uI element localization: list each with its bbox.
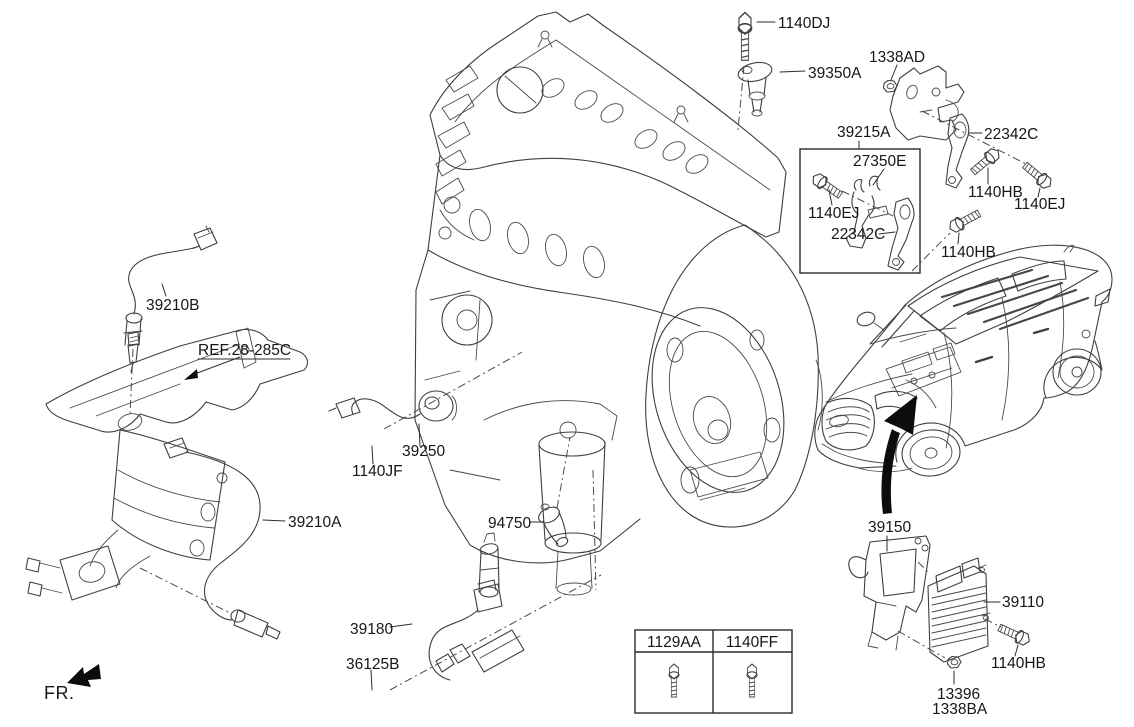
dashed-lines — [129, 65, 1027, 691]
bolt-icon — [737, 11, 753, 62]
leader-lines — [161, 21, 1041, 691]
part-label-1140hb-upper: 1140HB — [968, 184, 1023, 201]
ref-arrowhead-icon — [184, 369, 198, 380]
ecu-bracket-illustration — [848, 535, 931, 651]
part-label-1140hb-lower: 1140HB — [991, 655, 1046, 672]
part-label-39210b: 39210B — [146, 297, 199, 314]
bolt-icon — [946, 206, 983, 236]
vehicle-illustration — [814, 244, 1113, 477]
part-label-39110: 39110 — [1002, 594, 1044, 611]
part-label-1140dj: 1140DJ — [778, 15, 830, 32]
fastener-table: 1129AA 1140FF — [634, 629, 793, 714]
fr-direction-label: FR. — [44, 683, 75, 703]
ecu-illustration — [927, 557, 991, 663]
engine-illustration — [414, 11, 823, 596]
part-label-36125b: 36125B — [346, 656, 399, 673]
part-label-39250: 39250 — [402, 443, 445, 460]
part-label-39210a: 39210A — [288, 514, 342, 531]
part-label-1140ej-upper: 1140EJ — [1014, 196, 1065, 213]
oil-pressure-switch-illustration — [478, 503, 569, 598]
part-label-1140jf: 1140JF — [352, 463, 403, 480]
bolt-icon — [668, 663, 680, 698]
bolt-icon — [995, 620, 1033, 649]
part-label-39215a: 39215A — [837, 124, 891, 141]
bolt-icon — [967, 145, 1004, 178]
exhaust-manifold-illustration — [25, 327, 309, 601]
fr-direction-arrow-icon — [67, 664, 101, 687]
part-label-22342c-upper: 22342C — [984, 126, 1038, 143]
part-label-22342c-boxed: 22342C — [831, 226, 885, 243]
upper-bracket-illustration — [882, 65, 970, 189]
knock-sensor-illustration — [328, 390, 457, 422]
camshaft-sensor-illustration — [737, 61, 773, 117]
part-label-13396: 13396 — [937, 686, 980, 703]
part-label-39350a: 39350A — [808, 65, 862, 82]
part-label-39180: 39180 — [350, 621, 393, 638]
location-arrow-icon — [881, 395, 917, 514]
part-label-1140ej-boxed: 1140EJ — [808, 205, 859, 222]
part-label-1338ad: 1338AD — [869, 49, 925, 66]
part-label-27350e: 27350E — [853, 153, 906, 170]
part-label-ref: REF.28-285C — [198, 342, 291, 359]
part-label-1338ba: 1338BA — [932, 701, 988, 718]
bolt-icon — [1019, 159, 1056, 192]
fastener-table-header-1140ff: 1140FF — [726, 634, 778, 651]
bolt-icon — [746, 663, 758, 698]
part-label-94750: 94750 — [488, 515, 531, 532]
part-label-39150: 39150 — [868, 519, 911, 536]
fastener-table-header-1129aa: 1129AA — [647, 634, 702, 651]
bolt-icon — [808, 170, 845, 202]
part-labels: 1140DJ 39350A 1338AD 39215A 27350E 22342… — [44, 15, 1065, 718]
oxygen-sensor-lower-illustration — [163, 437, 281, 640]
crankshaft-sensor-illustration — [428, 579, 525, 681]
part-label-1140hb-middle: 1140HB — [941, 244, 996, 261]
